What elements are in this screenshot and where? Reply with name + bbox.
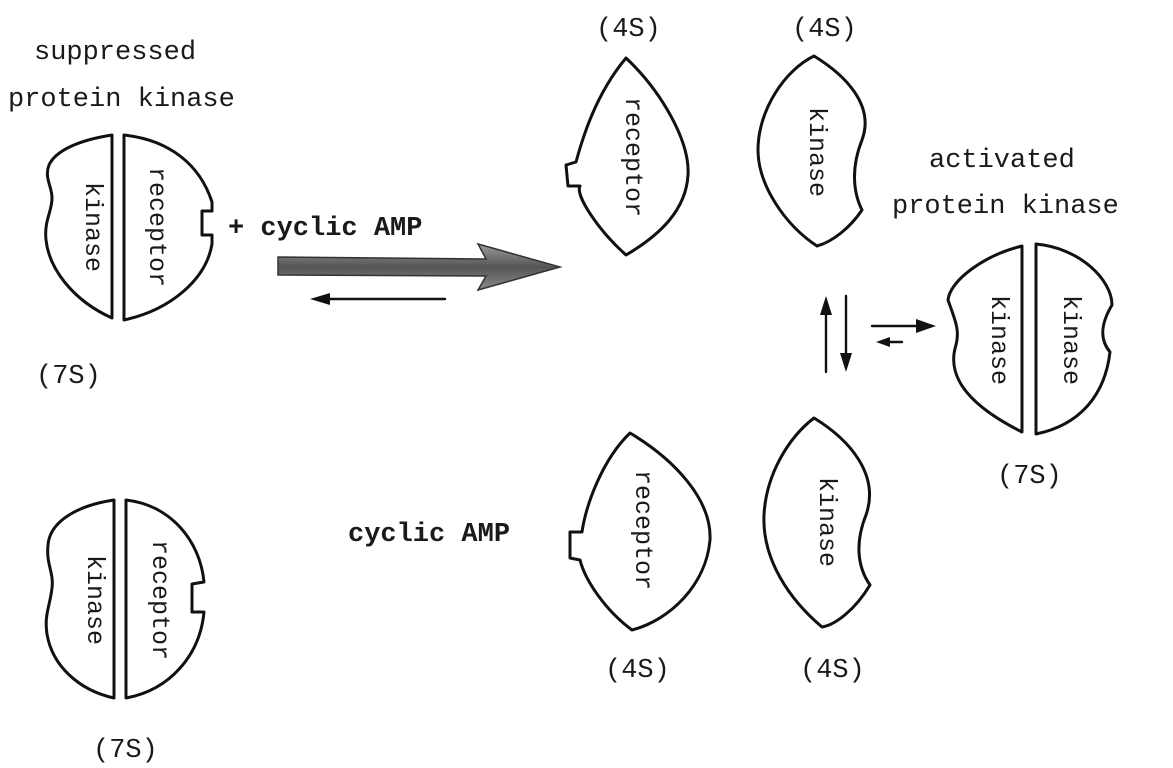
kinase-label: kinase — [802, 107, 831, 197]
bottom-kinase-4s-label: (4S) — [800, 656, 865, 686]
kinase-subunit-shape — [44, 498, 116, 700]
receptor-subunit-shape — [122, 133, 214, 322]
receptor-label: receptor — [142, 167, 171, 287]
suppressed-label-line2: protein kinase — [8, 85, 235, 115]
activated-label-line2: protein kinase — [892, 192, 1119, 222]
kinase-label: kinase — [812, 477, 841, 567]
kinase-label: kinase — [80, 555, 109, 645]
kinase-label: kinase — [1056, 295, 1085, 385]
suppressed-complex-bottom: kinase receptor — [44, 498, 206, 700]
kinase-subunit-shape — [44, 133, 114, 320]
kinase-subunit-shape — [946, 244, 1024, 434]
vertical-equilibrium-arrows — [820, 294, 852, 374]
activation-equilibrium-arrows — [870, 319, 936, 347]
free-receptor-bound-camp: receptor — [568, 431, 712, 632]
free-receptor-top: receptor — [564, 56, 690, 257]
activated-7s-label: (7S) — [997, 462, 1062, 492]
bottom-receptor-4s-label: (4S) — [605, 656, 670, 686]
cyclic-amp-label: cyclic AMP — [348, 520, 510, 550]
kinase-label: kinase — [78, 182, 107, 272]
receptor-subunit-shape — [124, 498, 206, 700]
forward-equilibrium-arrow — [277, 242, 563, 292]
kinase-subunit-shape — [1034, 242, 1114, 436]
receptor-label: receptor — [145, 540, 174, 660]
suppressed-label-line1: suppressed — [34, 38, 196, 68]
kinase-label: kinase — [984, 295, 1013, 385]
reverse-equilibrium-arrow — [310, 293, 447, 305]
activated-label-line1: activated — [929, 146, 1075, 176]
receptor-label: receptor — [628, 470, 657, 590]
free-kinase-bottom: kinase — [762, 416, 872, 629]
sedimentation-7s-label: (7S) — [36, 362, 101, 392]
receptor-label: receptor — [618, 97, 647, 217]
top-kinase-4s-label: (4S) — [792, 15, 857, 45]
activated-kinase-dimer: kinase kinase — [946, 242, 1114, 436]
free-kinase-top: kinase — [756, 54, 867, 248]
top-receptor-4s-label: (4S) — [596, 15, 661, 45]
suppressed-complex-top: kinase receptor — [44, 133, 214, 322]
plus-cyclic-amp-label: + cyclic AMP — [228, 214, 422, 244]
bottom-7s-label: (7S) — [93, 736, 158, 766]
